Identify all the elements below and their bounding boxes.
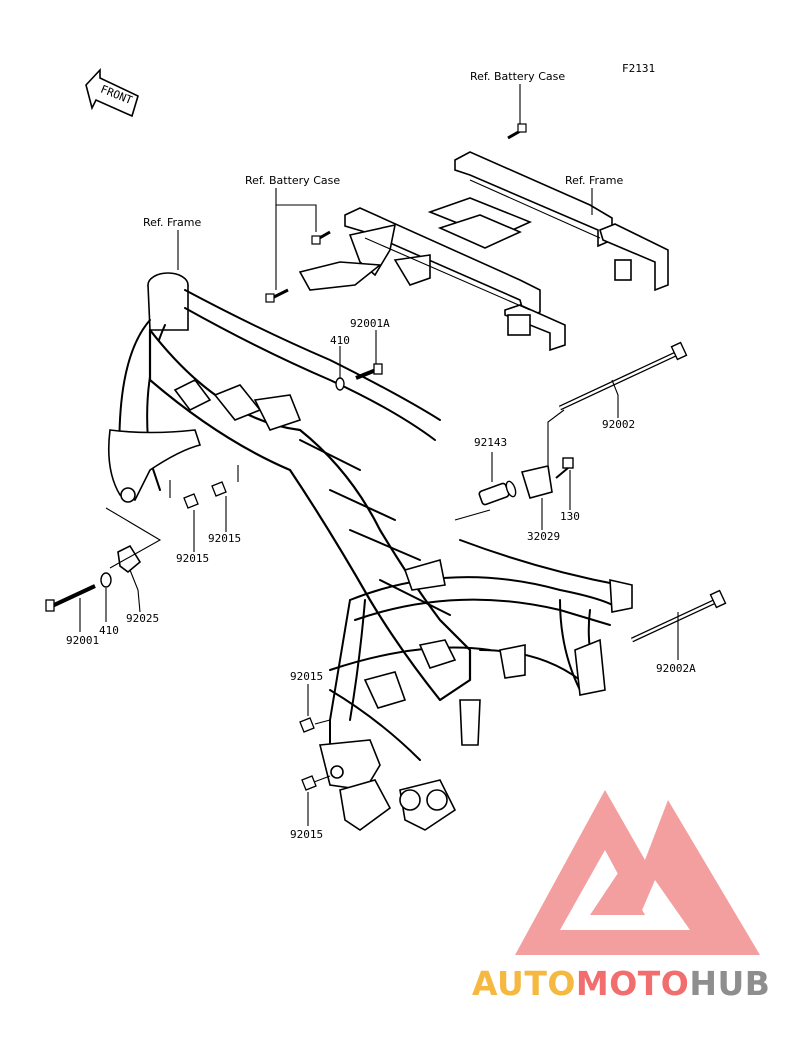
washer-410-lower-icon — [100, 572, 112, 588]
ref-battery-case-top: Ref. Battery Case — [470, 70, 565, 83]
label-92015-a: 92015 — [208, 532, 241, 545]
front-arrow-icon: FRONT — [85, 67, 139, 118]
label-92015-c: 92015 — [290, 670, 323, 683]
bolt-92001a-icon — [355, 363, 383, 380]
label-32029: 32029 — [527, 530, 560, 543]
battery-bracket-assembly — [298, 151, 669, 352]
label-410-upper: 410 — [330, 334, 350, 347]
bolt-130-icon — [555, 457, 574, 479]
label-130: 130 — [560, 510, 580, 523]
nut-92015-d-icon — [301, 775, 317, 791]
bolt-92002-icon — [558, 341, 688, 411]
label-92015-d: 92015 — [290, 828, 323, 841]
washer-410-upper-icon — [335, 377, 345, 391]
battery-bolt-top-icon — [507, 123, 527, 140]
watermark-logo — [515, 790, 760, 955]
label-92002: 92002 — [602, 418, 635, 431]
nut-92015-b-icon — [183, 493, 199, 509]
ref-frame-right: Ref. Frame — [565, 174, 623, 187]
plate-92025-icon — [117, 544, 142, 574]
battery-bolt-left-b-icon — [265, 288, 289, 303]
leader-lines — [79, 84, 679, 826]
watermark-auto: AUTO — [472, 964, 576, 1003]
main-frame — [107, 272, 633, 831]
battery-bolt-left-a-icon — [311, 230, 331, 245]
label-92001A: 92001A — [350, 317, 390, 330]
bolt-92002a-icon — [630, 589, 727, 643]
ref-battery-case-left: Ref. Battery Case — [245, 174, 340, 187]
nut-92015-a-icon — [211, 481, 227, 497]
label-92001: 92001 — [66, 634, 99, 647]
watermark-hub: HUB — [689, 964, 770, 1003]
bolt-92001-icon — [45, 584, 96, 612]
label-410-lower: 410 — [99, 624, 119, 637]
label-92002A: 92002A — [656, 662, 696, 675]
watermark-moto: MOTO — [576, 964, 689, 1003]
bracket-32029-icon — [520, 465, 553, 499]
label-92015-b: 92015 — [176, 552, 209, 565]
collar-92143-icon — [478, 480, 517, 506]
figure-code: F2131 — [622, 62, 655, 75]
nut-92015-c-icon — [299, 717, 315, 733]
label-92025: 92025 — [126, 612, 159, 625]
label-92143: 92143 — [474, 436, 507, 449]
fastener-parts — [45, 123, 727, 791]
ref-frame-left: Ref. Frame — [143, 216, 201, 229]
watermark-text: AUTOMOTOHUB — [472, 964, 770, 1003]
